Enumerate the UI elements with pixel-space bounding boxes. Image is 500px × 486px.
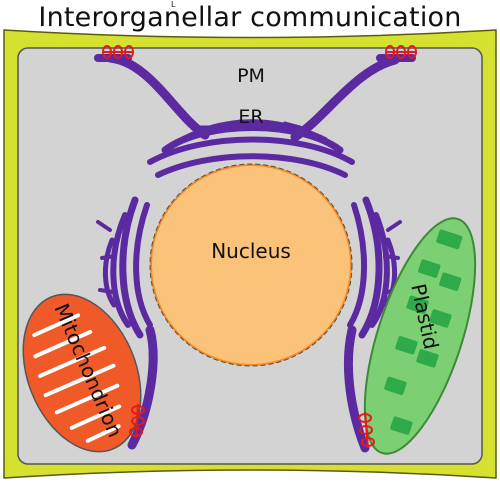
nucleus: [150, 164, 352, 366]
contact-site-pm-left: [102, 45, 134, 59]
contact-sites: [102, 45, 417, 449]
contact-site-plastid: [358, 411, 375, 449]
corner-marker: L: [171, 0, 176, 9]
label-nucleus: Nucleus: [211, 239, 291, 263]
label-er: ER: [238, 106, 263, 128]
label-pm: PM: [237, 65, 265, 87]
contact-site-pm-right: [385, 45, 417, 59]
mitochondrion: [22, 293, 142, 453]
plastid: [363, 217, 477, 455]
page-title: Interorganellar communication: [38, 2, 462, 33]
contact-site-mitochondrion: [129, 403, 145, 439]
er-network: [94, 53, 416, 453]
